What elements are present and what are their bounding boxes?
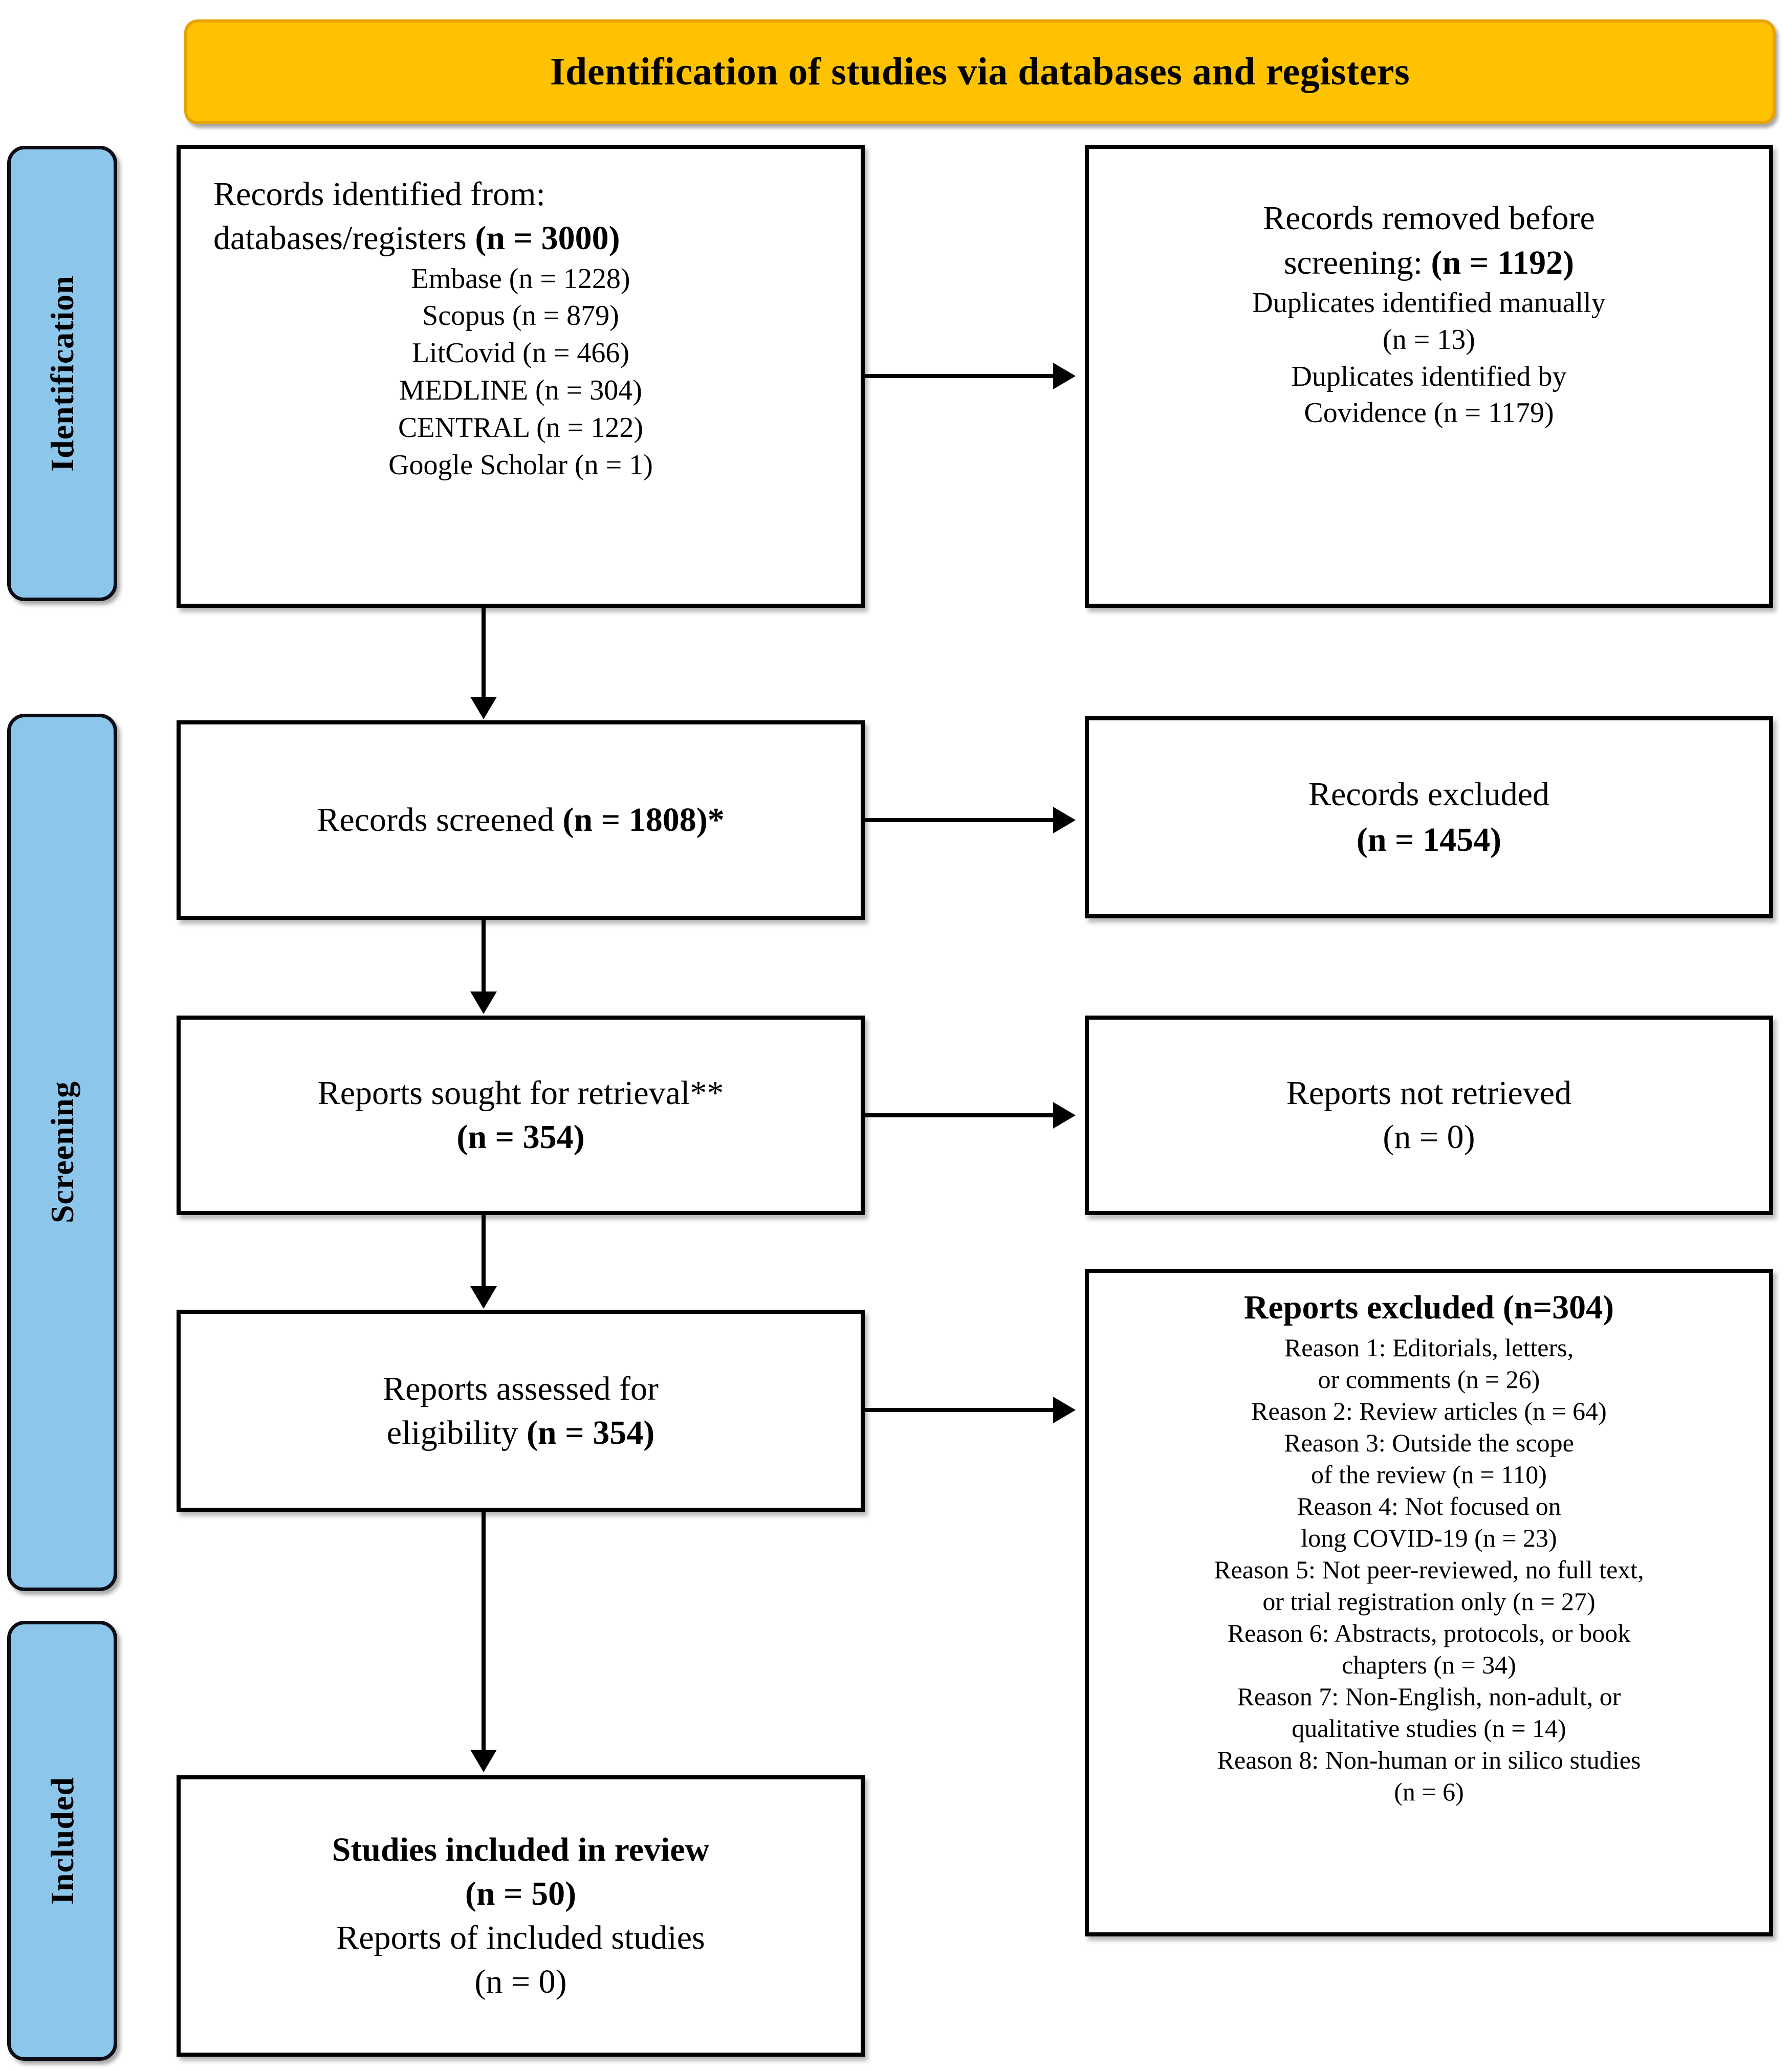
exclusion-reason: Reason 2: Review articles (n = 64): [1251, 1397, 1607, 1426]
arrowhead-assessed-to-included: [470, 1750, 497, 1772]
page-title: Identification of studies via databases …: [550, 50, 1410, 93]
box-reports-sought: Reports sought for retrieval** (n = 354): [177, 1016, 865, 1215]
records-removed-screening-label: screening:: [1283, 244, 1431, 282]
exclusion-reason: Reason 7: Non-English, non-adult, or: [1237, 1682, 1621, 1711]
records-removed-header-line1: Records removed before: [1263, 200, 1595, 237]
source-item: MEDLINE (n = 304): [399, 374, 642, 406]
box-records-removed: Records removed before screening: (n = 1…: [1085, 145, 1773, 608]
studies-included-header: Studies included in review: [332, 1831, 710, 1869]
records-identified-source-label: databases/registers: [213, 219, 475, 257]
records-removed-count: (n = 1192): [1431, 244, 1575, 282]
box-records-excluded: Records excluded (n = 1454): [1085, 716, 1773, 918]
arrowhead-identified-to-screened: [470, 697, 497, 719]
box-records-identified: Records identified from: databases/regis…: [177, 145, 865, 608]
stage-bar-included: Included: [7, 1621, 117, 2061]
source-item: Embase (n = 1228): [411, 262, 630, 295]
records-screened-text: Records screened: [317, 801, 563, 839]
reports-of-included-label: Reports of included studies: [336, 1919, 705, 1956]
reports-not-retrieved-text: Reports not retrieved: [1286, 1074, 1572, 1112]
reports-of-included-count: (n = 0): [474, 1963, 567, 2000]
source-item: LitCovid (n = 466): [411, 337, 630, 369]
arrowhead-screened-to-sought: [470, 992, 497, 1014]
records-identified-header-line1: Records identified from:: [213, 175, 545, 213]
exclusion-reason: Reason 5: Not peer-reviewed, no full tex…: [1214, 1555, 1644, 1584]
stage-bar-screening: Screening: [7, 714, 117, 1591]
connector-identified-to-screened: [482, 608, 486, 699]
arrowhead-assessed-to-reports-excluded: [1053, 1397, 1076, 1423]
exclusion-reason: qualitative studies (n = 14): [1292, 1714, 1566, 1743]
header-banner: Identification of studies via databases …: [184, 19, 1776, 124]
records-identified-count: (n = 3000): [475, 219, 620, 257]
box-studies-included: Studies included in review (n = 50) Repo…: [177, 1775, 865, 2057]
reports-assessed-line2: eligibility (n = 354): [387, 1411, 654, 1455]
records-screened-count: (n = 1808)*: [562, 801, 725, 839]
stage-label-included: Included: [43, 1777, 80, 1905]
exclusion-reason: Reason 8: Non-human or in silico studies: [1217, 1746, 1641, 1775]
source-item: Scopus (n = 879): [422, 300, 619, 332]
connector-assessed-to-included: [482, 1512, 486, 1751]
exclusion-reason: Reason 3: Outside the scope: [1284, 1428, 1574, 1458]
box-records-screened: Records screened (n = 1808)*: [177, 720, 865, 920]
exclusion-reason: or trial registration only (n = 27): [1262, 1587, 1596, 1616]
box-reports-excluded-reasons: Reports excluded (n=304) Reason 1: Edito…: [1085, 1269, 1773, 1936]
exclusion-reason: Reason 4: Not focused on: [1297, 1492, 1561, 1521]
arrowhead-identified-to-removed: [1053, 363, 1076, 389]
exclusion-reason: chapters (n = 34): [1342, 1650, 1516, 1680]
source-item: Google Scholar (n = 1): [388, 449, 653, 481]
connector-assessed-to-reports-excluded: [865, 1408, 1055, 1412]
arrowhead-sought-to-assessed: [470, 1286, 497, 1309]
connector-sought-to-not-retrieved: [865, 1113, 1055, 1117]
studies-included-count: (n = 50): [465, 1875, 577, 1913]
reports-excluded-header: Reports excluded (n=304): [1243, 1289, 1614, 1326]
records-identified-header-line2: databases/registers (n = 3000): [194, 216, 847, 260]
reports-assessed-count: (n = 354): [526, 1414, 655, 1451]
exclusion-reason: (n = 6): [1394, 1777, 1464, 1806]
connector-screened-to-sought: [482, 920, 486, 993]
records-excluded-text: Records excluded: [1308, 776, 1549, 813]
stage-label-identification: Identification: [43, 275, 80, 472]
stage-label-screening: Screening: [43, 1081, 80, 1224]
reports-assessed-text: Reports assessed for: [383, 1370, 659, 1407]
exclusion-reason: Reason 6: Abstracts, protocols, or book: [1227, 1619, 1631, 1648]
records-excluded-count: (n = 1454): [1356, 821, 1502, 858]
connector-identified-to-removed: [865, 374, 1055, 378]
records-removed-header-line2: screening: (n = 1192): [1284, 240, 1574, 285]
removed-detail-item: (n = 13): [1383, 323, 1475, 356]
reports-sought-text: Reports sought for retrieval**: [317, 1074, 724, 1112]
exclusion-reason: long COVID-19 (n = 23): [1301, 1524, 1557, 1553]
exclusion-reason: or comments (n = 26): [1318, 1365, 1540, 1394]
reports-not-retrieved-count: (n = 0): [1383, 1118, 1475, 1156]
connector-screened-to-excluded: [865, 818, 1055, 822]
box-reports-not-retrieved: Reports not retrieved (n = 0): [1085, 1016, 1773, 1215]
arrowhead-sought-to-not-retrieved: [1053, 1102, 1076, 1129]
removed-detail-item: Duplicates identified by: [1291, 360, 1567, 392]
reports-sought-count: (n = 354): [456, 1118, 585, 1156]
removed-detail-item: Covidence (n = 1179): [1304, 397, 1554, 429]
box-reports-assessed: Reports assessed for eligibility (n = 35…: [177, 1310, 865, 1512]
connector-sought-to-assessed: [482, 1215, 486, 1288]
records-screened-label: Records screened (n = 1808)*: [317, 800, 724, 841]
exclusion-reason: Reason 1: Editorials, letters,: [1284, 1333, 1574, 1362]
removed-detail-item: Duplicates identified manually: [1252, 287, 1606, 319]
exclusion-reason: of the review (n = 110): [1311, 1460, 1547, 1489]
reports-assessed-eligibility-text: eligibility: [386, 1414, 527, 1451]
stage-bar-identification: Identification: [7, 146, 117, 601]
arrowhead-screened-to-excluded: [1053, 807, 1076, 833]
source-item: CENTRAL (n = 122): [398, 411, 643, 444]
